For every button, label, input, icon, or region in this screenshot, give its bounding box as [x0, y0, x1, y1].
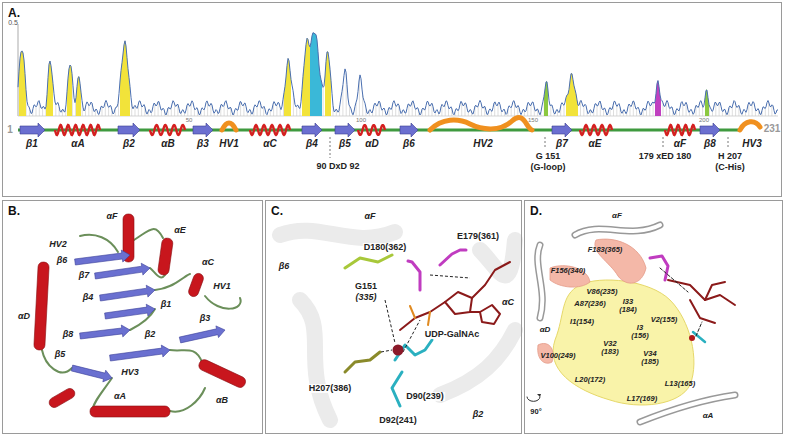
panel-letter: C. [271, 204, 283, 218]
figure-label: UDP-GalNAc [424, 330, 481, 339]
figure-label: H 207 [718, 152, 742, 161]
figure-label: β1 [161, 300, 172, 309]
figure-label: αC [263, 139, 276, 150]
figure-label: β8 [704, 139, 716, 150]
figure-label: HV1 [213, 282, 231, 291]
figure-label: 100 [356, 117, 366, 123]
figure-label: F183(365) [588, 246, 623, 254]
figure-label: I1(154) [570, 318, 594, 326]
panel-letter: A. [8, 6, 20, 20]
figure-label: V2(155) [651, 316, 678, 324]
figure-label: L13(165) [665, 380, 695, 388]
figure-label: αF [612, 212, 622, 220]
figure-label: β7 [556, 139, 568, 150]
figure-label: β4 [83, 293, 94, 302]
figure-label: (335) [354, 293, 377, 302]
figure-label: I3 (156) [631, 324, 649, 340]
figure-label: β2 [145, 330, 156, 339]
figure-label: V100(249) [540, 352, 575, 360]
figure-label: αC [202, 258, 214, 267]
figure-label: H207(386) [308, 384, 353, 393]
figure-label: 90 DxD 92 [316, 162, 359, 171]
figure-label: αB [161, 139, 174, 150]
figure-label: αA [703, 412, 714, 420]
figure-label: G 151 [536, 152, 561, 161]
figure-label: 0.5 [8, 19, 18, 26]
figure-label: β6 [57, 256, 68, 265]
figure-label: D90(239) [405, 392, 445, 401]
figure-label: β8 [63, 330, 74, 339]
figure-label: 200 [699, 117, 709, 123]
figure-label: αF [363, 212, 376, 221]
figure-label: αE [589, 139, 602, 150]
figure-label: β2 [123, 139, 135, 150]
figure-label: V86(235) [587, 288, 618, 296]
figure-label: αC [501, 298, 515, 307]
figure-label: 1 [7, 125, 13, 136]
figure-label: β1 [26, 139, 38, 150]
figure-label: 231 [764, 124, 781, 135]
figure-label: αF [674, 139, 686, 150]
figure-panel: A. [2, 2, 782, 197]
figure-label: D180(362) [363, 243, 408, 252]
figure-label: (G-loop) [531, 163, 566, 172]
figure-label: αF [106, 212, 117, 221]
figure-label: β6 [403, 139, 415, 150]
figure-label: αE [174, 226, 186, 235]
figure-label: β4 [306, 139, 318, 150]
figure-label: β6 [278, 262, 291, 271]
figure-label: E179(361) [456, 232, 500, 241]
figure-label: D92(241) [378, 416, 418, 425]
panel-letter: B. [8, 204, 20, 218]
figure-label: β3 [197, 139, 209, 150]
figure-label: V34 (185) [641, 350, 659, 366]
figure-label: β2 [472, 410, 485, 419]
panel-letter: D. [530, 204, 542, 218]
figure-label: αD [540, 326, 551, 334]
figure-label: HV2 [49, 240, 67, 249]
figure-label: L20(172) [575, 376, 605, 384]
figure-label: 150 [528, 117, 538, 123]
figure-label: αB [216, 396, 228, 405]
figure-label: V32 (183) [601, 340, 619, 356]
figure-label: αA [114, 392, 126, 401]
figure-label: (C-His) [715, 163, 745, 172]
figure-label: HV3 [742, 139, 761, 150]
figure-label: I33 (184) [619, 298, 637, 314]
figure-label: β7 [79, 271, 90, 280]
figure-label: HV3 [121, 368, 139, 377]
figure-label: L17(169) [627, 395, 657, 403]
figure-label: β5 [339, 139, 351, 150]
figure-label: F156(340) [551, 267, 586, 275]
figure-label: HV2 [473, 139, 492, 150]
figure-label: A87(236) [574, 300, 605, 308]
figure-label: 50 [186, 117, 193, 123]
figure-label: αA [71, 139, 84, 150]
figure-label: G151 [354, 282, 378, 291]
figure-label: β5 [55, 350, 66, 359]
figure-label: αD [365, 139, 378, 150]
figure-label: αD [18, 312, 30, 321]
figure-label: 179 xED 180 [639, 152, 692, 161]
figure-label: HV1 [219, 139, 238, 150]
figure-label: β3 [200, 314, 211, 323]
figure-label: 90° [530, 408, 541, 416]
